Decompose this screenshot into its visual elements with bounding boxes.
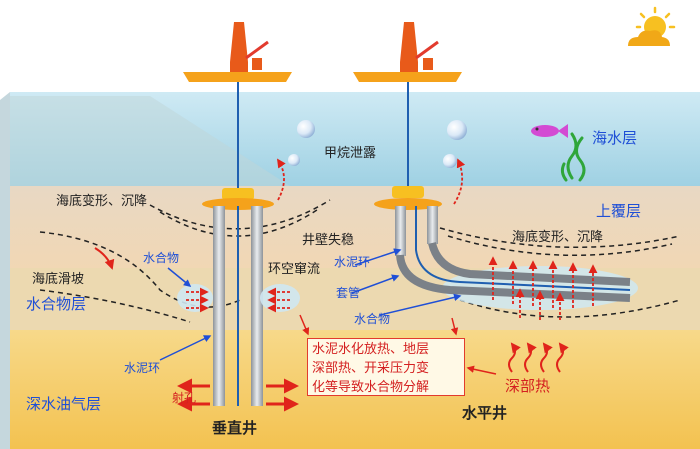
hydrate-left-label: 水合物	[143, 251, 180, 265]
seaweed-icon	[560, 132, 586, 182]
dissociation-arrows	[186, 158, 598, 320]
perforation-arrows	[177, 378, 299, 412]
deep-heat-label: 深部热	[505, 377, 551, 395]
right-platform	[353, 22, 462, 82]
oil-gas-layer-label: 深水油气层	[26, 395, 102, 413]
landslide-label: 海底滑坡	[32, 272, 85, 287]
deformation-curves	[39, 199, 681, 323]
horizontal-wellhead	[374, 186, 442, 210]
methane-leak-label: 甲烷泄露	[324, 146, 377, 161]
cement-ring-right-label: 水泥环	[334, 255, 371, 269]
block-left-face	[0, 92, 10, 449]
deep-heat-arrows	[508, 342, 569, 373]
sun-cloud-icon	[628, 6, 676, 46]
fish-icon	[531, 124, 568, 138]
wellbore-instability-label: 井壁失稳	[302, 233, 355, 248]
overburden-layer	[10, 186, 700, 268]
cement-ring-left-label: 水泥环	[124, 361, 161, 375]
cause-line: 化等导致水合物分解	[312, 380, 430, 395]
cause-line: 深部热、开采压力变	[312, 361, 430, 376]
hydrate-right-label: 水合物	[354, 312, 391, 326]
red-leaders	[299, 314, 497, 375]
vertical-well-label: 垂直井	[212, 419, 258, 437]
cause-box: 水泥水化放热、地层 深部热、开采压力变 化等导致水合物分解	[307, 338, 465, 396]
seabed-deform-left-label: 海底变形、沉降	[56, 194, 148, 209]
horizontal-well-label: 水平井	[462, 404, 508, 422]
cause-line: 水泥水化放热、地层	[312, 342, 430, 357]
leader-lines	[159, 248, 462, 361]
sea-layer-label: 海水层	[592, 129, 638, 147]
vertical-well-casing	[213, 206, 263, 406]
casing-label: 套管	[336, 286, 361, 300]
overburden-label: 上覆层	[596, 202, 642, 220]
seabed-deform-right-label: 海底变形、沉降	[512, 230, 604, 245]
left-platform	[183, 22, 292, 82]
methane-bubbles	[288, 120, 467, 168]
annulus-channeling-label: 环空窜流	[268, 262, 321, 277]
perforation-label: 射孔	[172, 391, 197, 405]
landslide-arrow	[94, 247, 115, 270]
horizontal-well-casing	[395, 206, 638, 310]
hydrate-layer-label: 水合物层	[26, 295, 87, 313]
seabed-slope	[10, 96, 290, 186]
